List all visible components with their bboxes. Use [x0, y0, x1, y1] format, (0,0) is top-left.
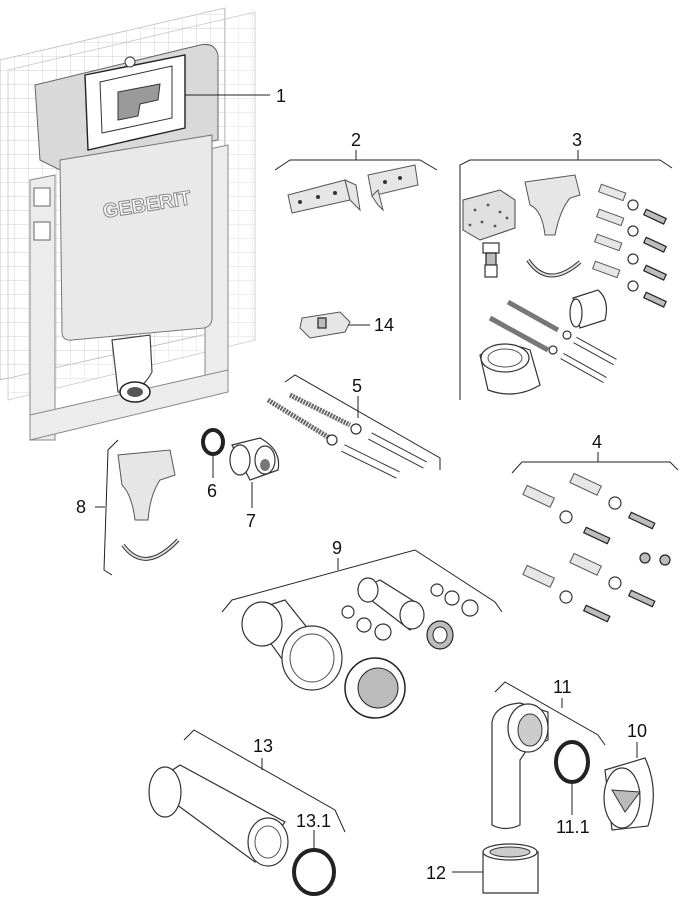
cistern-body [59, 134, 213, 341]
wall-bracket-right [367, 164, 419, 212]
bracket-group-11 [494, 681, 606, 746]
screw-set-3 [591, 183, 668, 308]
flush-pipe-long [241, 599, 343, 691]
callout-12: 12 [426, 863, 447, 883]
sound-insulation-block [462, 189, 516, 241]
screw-set-4 [522, 472, 671, 623]
threaded-rods-5 [266, 392, 427, 479]
seal-ring-9 [344, 657, 406, 719]
callout-10: 10 [627, 721, 648, 741]
bracket-group-9 [221, 549, 503, 613]
bracket-group-2 [274, 159, 438, 171]
callout-3: 3 [572, 130, 583, 150]
water-inlet-opening [124, 56, 136, 68]
wall-bracket-left [287, 179, 361, 214]
seal-ring-13-1 [292, 848, 336, 896]
flush-pipe-connector [479, 343, 541, 395]
frame-bracket-1 [33, 187, 51, 207]
bracket-group-4 [511, 461, 679, 474]
frame-left-post [29, 174, 56, 441]
callout-5: 5 [352, 376, 363, 396]
callout-2: 2 [351, 130, 362, 150]
callout-11: 11 [553, 677, 572, 697]
extension-pipe-13 [148, 764, 289, 867]
bracket-group-5 [284, 374, 441, 470]
callout-1: 1 [276, 86, 287, 106]
connector-pipe-9 [356, 577, 425, 631]
pipe-holder-8 [117, 449, 180, 561]
callout-4: 4 [592, 432, 603, 452]
pipe-holder-bracket [524, 174, 582, 278]
callout-13-1: 13.1 [296, 811, 332, 831]
frame-bracket-2 [33, 221, 51, 241]
flush-connector-7 [229, 437, 280, 481]
installation-frame: GEBERIT [0, 7, 256, 441]
small-bracket-14 [299, 311, 351, 339]
bracket-group-3 [459, 159, 673, 400]
callout-9: 9 [332, 538, 343, 558]
seal-ring-11-1 [554, 740, 590, 784]
bracket-group-13 [183, 729, 346, 833]
small-parts-9 [341, 583, 479, 650]
seal-ring-6 [201, 428, 225, 456]
callout-7: 7 [246, 511, 257, 531]
connector-sleeve-3 [569, 289, 608, 329]
frame-bottom-rail [29, 369, 229, 441]
angle-valve [482, 242, 500, 278]
bracket-group-8 [103, 439, 119, 576]
pipe-cap-12 [482, 843, 539, 894]
callout-6: 6 [207, 481, 218, 501]
connector-sleeve-10 [603, 757, 654, 831]
callout-8: 8 [76, 497, 87, 517]
callout-13: 13 [253, 736, 274, 756]
elbow-bend-11 [491, 702, 549, 830]
flush-outlet-hole [127, 387, 143, 397]
callout-11-1: 11.1 [556, 817, 590, 837]
threaded-rods-3 [488, 299, 617, 384]
callout-14: 14 [374, 315, 395, 335]
flush-valve-plate [117, 83, 161, 121]
